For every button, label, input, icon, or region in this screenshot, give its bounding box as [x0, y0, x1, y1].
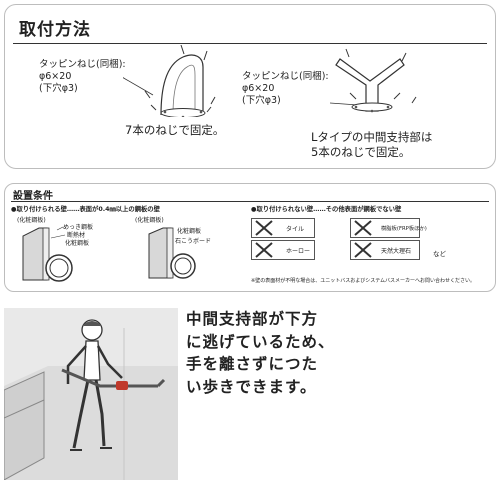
ng-wall-resin: 樹脂板(FRP板ほか) [350, 218, 427, 238]
ng-wall-marble: 天然大理石 [350, 240, 420, 260]
wall1-layer-insulation: 断熱材 [67, 232, 86, 239]
wall1-label: (化粧鋼板) [17, 217, 46, 224]
walking-illustration [3, 308, 178, 481]
wall1-layer-plated: めっき鋼板 [63, 224, 94, 231]
conditions-underline [11, 201, 489, 202]
title-underline [13, 43, 487, 44]
right-caption: Lタイプの中間支持部は 5本のねじで固定。 [311, 130, 433, 159]
wall1-layer-decorative: 化粧鋼板 [65, 240, 90, 247]
mounting-panel: 取付方法 タッピンねじ(同梱): φ6×20 (下穴φ3) 7本のねじで固定。 … [4, 4, 496, 169]
ng-walls-heading: ●取り付けられない壁……その他表面が鋼板でない壁 [251, 206, 402, 213]
ng-wall-enamel: ホーロー [251, 240, 315, 260]
etc-label: など [433, 250, 446, 258]
wall2-section-illustration [148, 227, 196, 279]
ng-wall-tile: タイル [251, 218, 315, 238]
person-using-handrail-drawing [3, 319, 178, 481]
left-screw-spec: タッピンねじ(同梱): φ6×20 (下穴φ3) [39, 59, 126, 94]
conditions-note: ※壁の表面材が不明な場合は、ユニットバスおよびシステムバスメーカーへお問い合わせ… [251, 278, 476, 284]
support-highlight [116, 381, 128, 390]
wall2-layer-gypsum: 石こうボード [175, 238, 212, 245]
cross-icon [255, 242, 273, 258]
cross-icon [354, 242, 372, 258]
left-caption: 7本のねじで固定。 [125, 123, 225, 137]
mounting-title: 取付方法 [19, 20, 91, 40]
feature-text: 中間支持部が下方 に逃げているため、 手を離さずにつた い歩きできます。 [186, 310, 335, 396]
conditions-title: 設置条件 [13, 191, 53, 202]
left-bracket-illustration [123, 45, 216, 117]
cross-icon [354, 220, 372, 236]
wall1-section-illustration [22, 226, 73, 282]
right-screw-spec: タッピンねじ(同梱): φ6×20 (下穴φ3) [242, 71, 329, 106]
right-bracket-illustration [330, 48, 417, 113]
wall2-label: (化粧鋼板) [135, 217, 164, 224]
conditions-panel: 設置条件 ●取り付けられる壁……表面が0.4㎜以上の鋼板の壁 ●取り付けられない… [4, 183, 496, 292]
ok-walls-heading: ●取り付けられる壁……表面が0.4㎜以上の鋼板の壁 [11, 206, 160, 213]
wall2-layer-decorative: 化粧鋼板 [177, 228, 202, 235]
cross-icon [255, 220, 273, 236]
